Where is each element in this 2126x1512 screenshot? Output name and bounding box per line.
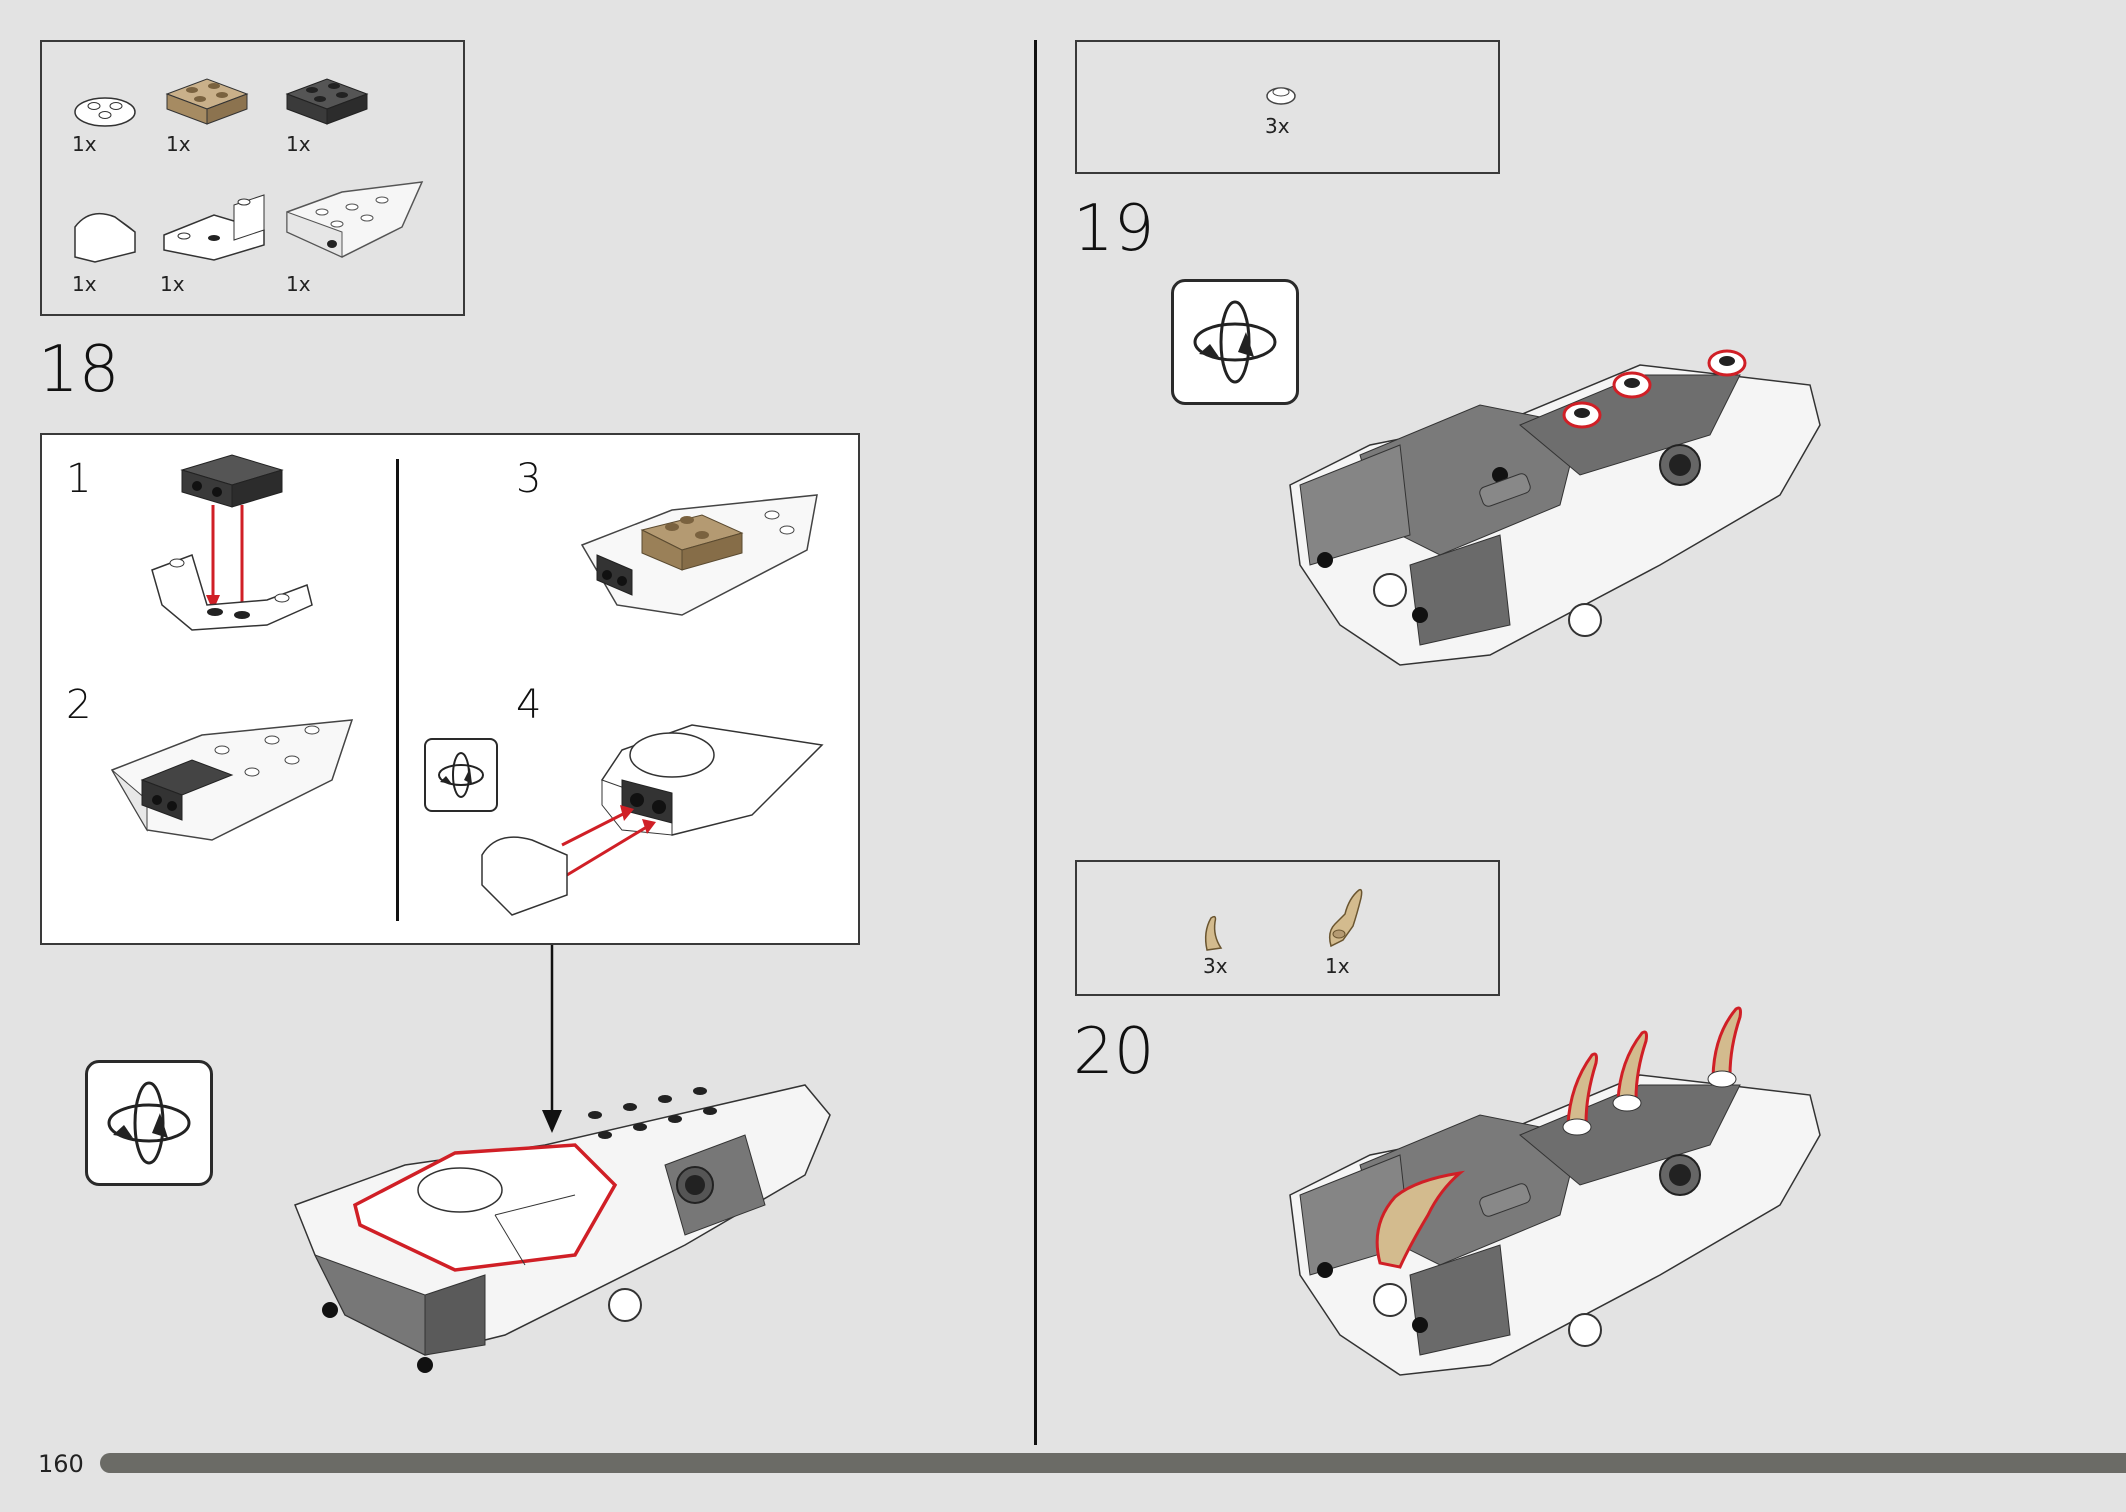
step-number-20: 20 (1073, 1015, 1155, 1089)
page-number: 160 (38, 1450, 84, 1478)
dark-gray-plate-2x2-icon (285, 78, 369, 125)
substep-4-illustration (481, 724, 824, 916)
part-qty: 1x (286, 132, 311, 156)
part-qty: 1x (160, 272, 185, 296)
white-curved-slope-icon (74, 212, 136, 263)
rotate-model-icon (85, 1060, 213, 1186)
part-qty: 1x (166, 132, 191, 156)
part-qty: 1x (72, 132, 97, 156)
substep-number-4: 4 (516, 682, 542, 728)
tan-horn-icon (1328, 888, 1363, 948)
step-number-18: 18 (38, 333, 120, 407)
substep-1-illustration (151, 454, 313, 631)
tan-plate-2x2-icon (165, 78, 249, 125)
parts-list-box-step-18: 1x 1x 1x 1x 1x (40, 40, 465, 316)
white-wedge-plate-icon (286, 181, 424, 258)
parts-list-box-step-20: 3x 1x (1075, 860, 1500, 996)
tan-claw-icon (1204, 915, 1223, 951)
callout-divider (396, 459, 399, 921)
part-qty: 3x (1203, 954, 1228, 978)
white-round-plate-icon (74, 97, 136, 127)
step-20-model-illustration (1289, 1006, 1821, 1376)
step-19-model-illustration (1289, 349, 1821, 666)
callout-connector-arrow (542, 945, 562, 1133)
page-divider (1034, 40, 1037, 1445)
sub-assembly-callout: 1 2 3 (40, 433, 860, 945)
substep-number-2: 2 (66, 682, 92, 728)
part-qty: 1x (72, 272, 97, 296)
progress-bar (100, 1453, 2126, 1473)
part-qty: 1x (1325, 954, 1350, 978)
white-round-tile-icon (1266, 87, 1296, 105)
white-inverted-bracket-icon (163, 194, 265, 261)
substep-2-illustration (110, 719, 354, 841)
rotate-model-icon (424, 738, 498, 812)
part-qty: 3x (1265, 114, 1290, 138)
part-qty: 1x (286, 272, 311, 296)
rotate-model-icon (1171, 279, 1299, 405)
substep-number-3: 3 (516, 456, 542, 502)
substep-3-illustration (580, 494, 818, 616)
parts-list-box-step-19: 3x (1075, 40, 1500, 174)
step-18-model-illustration (294, 1084, 831, 1373)
substep-number-1: 1 (66, 456, 92, 502)
step-number-19: 19 (1073, 192, 1155, 266)
